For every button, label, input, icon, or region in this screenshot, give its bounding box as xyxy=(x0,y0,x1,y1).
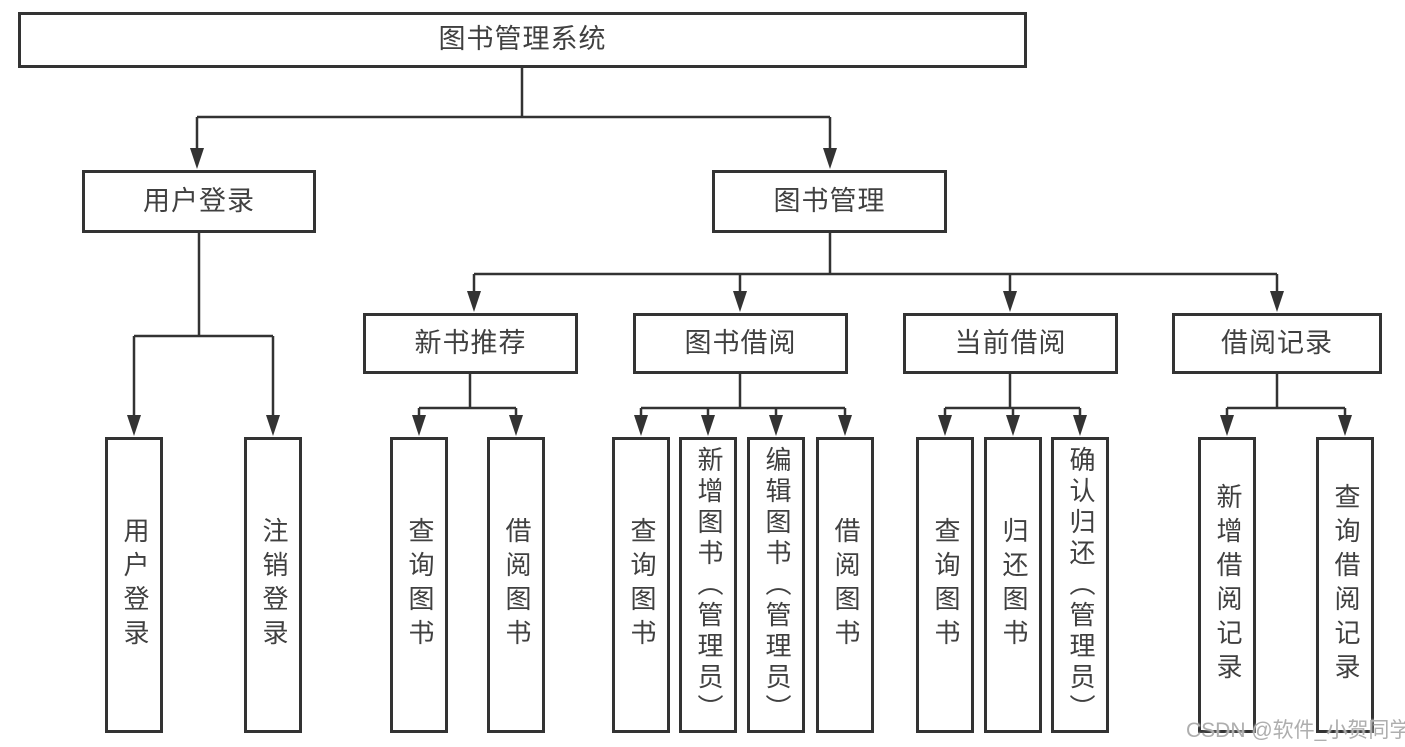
leaf-borrow-query-book: 查询图书 xyxy=(612,437,670,733)
node-borrow-records: 借阅记录 xyxy=(1172,313,1382,374)
node-library-system: 图书管理系统 xyxy=(18,12,1027,68)
leaf-logout: 注销登录 xyxy=(244,437,302,733)
leaf-borrow-borrow-book: 借阅图书 xyxy=(816,437,874,733)
node-current-borrow: 当前借阅 xyxy=(903,313,1118,374)
leaf-records-query-record: 查询借阅记录 xyxy=(1316,437,1374,733)
csdn-watermark: CSDN @软件_小贺同学 xyxy=(1186,719,1405,742)
leaf-current-return-book: 归还图书 xyxy=(984,437,1042,733)
leaf-user-login: 用户登录 xyxy=(105,437,163,733)
node-book-borrow: 图书借阅 xyxy=(633,313,848,374)
leaf-newrec-borrow-book: 借阅图书 xyxy=(487,437,545,733)
leaf-current-confirm-return-admin: 确认归还（管理员） xyxy=(1051,437,1109,733)
node-book-management: 图书管理 xyxy=(712,170,947,233)
node-new-book-recommend: 新书推荐 xyxy=(363,313,578,374)
leaf-newrec-query-book: 查询图书 xyxy=(390,437,448,733)
leaf-borrow-edit-book-admin: 编辑图书（管理员） xyxy=(747,437,805,733)
leaf-borrow-add-book-admin: 新增图书（管理员） xyxy=(679,437,737,733)
leaf-records-add-record: 新增借阅记录 xyxy=(1198,437,1256,733)
leaf-current-query-book: 查询图书 xyxy=(916,437,974,733)
node-user-login: 用户登录 xyxy=(82,170,316,233)
